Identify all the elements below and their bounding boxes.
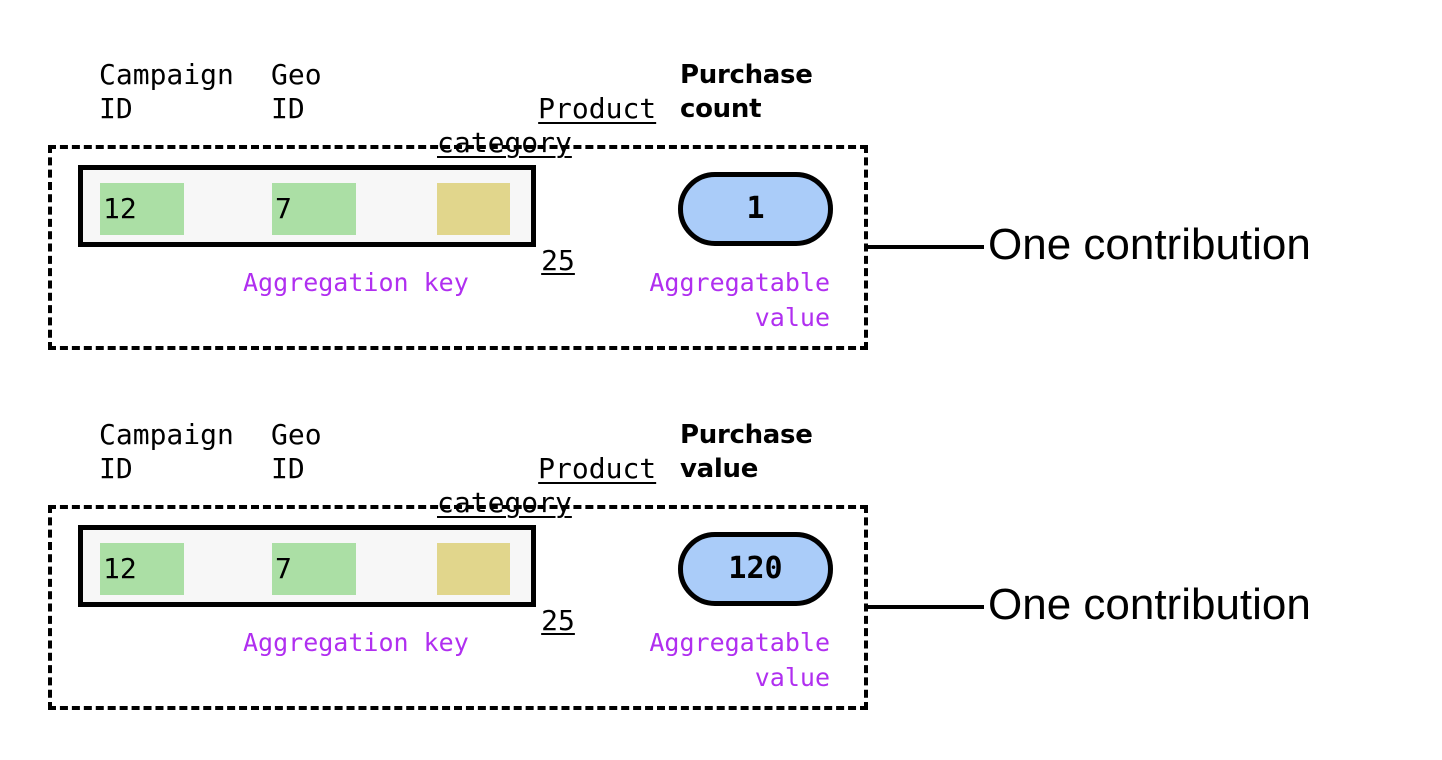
aggregatable-value-pill: 1 [678, 172, 833, 246]
aggregation-key-strip: 12 7 25 [78, 525, 575, 637]
key-cell-campaign-id: 12 [100, 183, 184, 235]
header-campaign-id: Campaign ID [99, 58, 234, 125]
column-headers: Campaign ID Geo ID Product category Purc… [0, 58, 900, 159]
column-headers: Campaign ID Geo ID Product category Purc… [0, 418, 900, 519]
label-aggregation-key: Aggregation key [243, 628, 469, 657]
header-geo-id: Geo ID [271, 418, 322, 485]
label-aggregation-key: Aggregation key [243, 268, 469, 297]
label-aggregatable-value: Aggregatable value [649, 628, 830, 692]
callout-connector-line [866, 245, 984, 249]
key-cell-campaign-id: 12 [100, 543, 184, 595]
header-geo-id: Geo ID [271, 58, 322, 125]
key-cell-geo-id: 7 [272, 183, 356, 235]
aggregation-key-strip: 12 7 25 [78, 165, 575, 277]
callout-one-contribution: One contribution [988, 580, 1311, 629]
header-product-category: Product category [437, 92, 657, 159]
header-metric: Purchase count [680, 60, 813, 124]
callout-connector-line [866, 605, 984, 609]
callout-one-contribution: One contribution [988, 220, 1311, 269]
header-campaign-id: Campaign ID [99, 418, 234, 485]
key-cell-geo-id: 7 [272, 543, 356, 595]
key-cell-product-category: 25 [437, 183, 575, 277]
header-product-category: Product category [437, 452, 657, 519]
key-cell-product-category: 25 [437, 543, 575, 637]
label-aggregatable-value: Aggregatable value [649, 268, 830, 332]
aggregatable-value-pill: 120 [678, 532, 833, 606]
header-metric: Purchase value [680, 420, 813, 484]
